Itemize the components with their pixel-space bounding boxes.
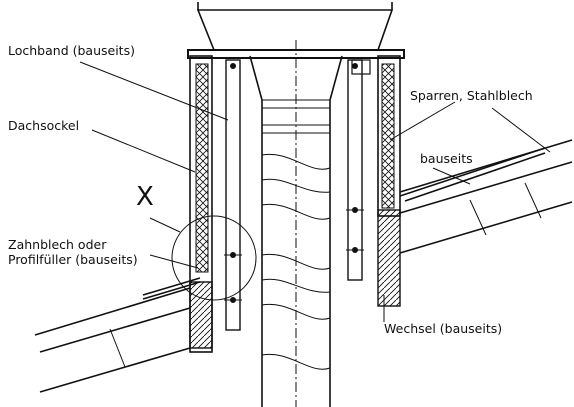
label-wechsel: Wechsel (bauseits)	[384, 321, 502, 336]
label-zahnblech-line2: Profilfüller (bauseits)	[8, 252, 138, 267]
detail-circle	[171, 215, 257, 301]
duct	[249, 40, 343, 407]
label-dachsockel: Dachsockel	[8, 118, 79, 133]
label-zahnblech-line1: Zahnblech oder	[8, 237, 107, 252]
wechsel-right	[377, 209, 401, 307]
label-sparren: Sparren, Stahlblech	[410, 88, 533, 103]
wechsel-left	[189, 281, 213, 349]
leader-lines	[79, 61, 551, 322]
label-lochband: Lochband (bauseits)	[8, 43, 135, 58]
label-detail-x: X	[136, 182, 154, 212]
fan-housing	[196, 2, 394, 51]
label-bauseits: bauseits	[420, 151, 473, 166]
lochband	[224, 59, 371, 331]
